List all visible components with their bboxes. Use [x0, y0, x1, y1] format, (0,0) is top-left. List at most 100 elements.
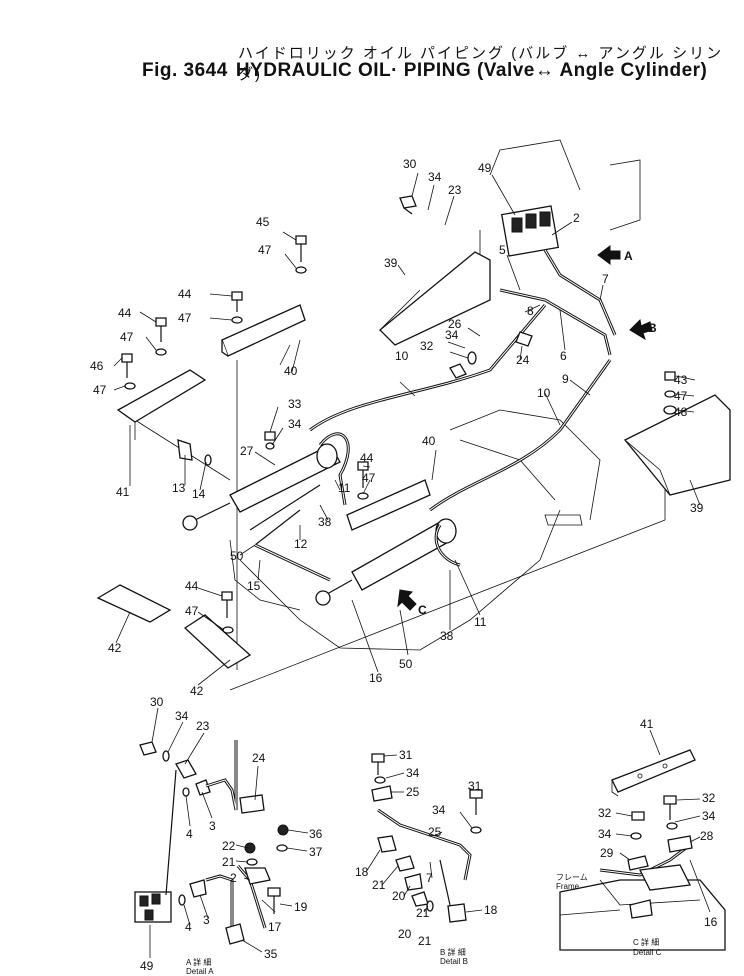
plate-40-upper [221, 304, 306, 357]
callout-47a: 47 [258, 243, 272, 257]
callout-3-da2: 3 [203, 913, 210, 927]
detail-a-drawing [134, 740, 289, 945]
callout-49: 49 [478, 161, 492, 175]
callout-33: 33 [288, 397, 302, 411]
callout-24: 24 [516, 353, 530, 367]
callout-5: 5 [499, 243, 506, 257]
detail-c-en: Detail C [633, 948, 662, 957]
callout-26: 26 [448, 317, 462, 331]
callout-46: 46 [90, 359, 104, 373]
arrow-b: B [629, 318, 657, 341]
callout-38b: 38 [440, 629, 454, 643]
callout-45: 45 [256, 215, 270, 229]
callout-27: 27 [240, 444, 254, 458]
detail-c-jp: C 詳 細 [633, 937, 659, 947]
callout-43: 43 [674, 373, 688, 387]
callout-47b: 47 [178, 311, 192, 325]
callout-19-da: 19 [294, 900, 308, 914]
callout-3-da1: 3 [209, 819, 216, 833]
bracket-42 [96, 584, 252, 669]
callout-8: 8 [527, 304, 534, 318]
angle-cylinder-upper [182, 443, 341, 531]
frame-label-en: Frame [556, 882, 580, 891]
callout-21-da: 21 [222, 855, 236, 869]
callout-34: 34 [428, 170, 442, 184]
detail-c-leaders [615, 729, 711, 913]
callout-34-dc2: 34 [598, 827, 612, 841]
callout-34-db2: 34 [432, 803, 446, 817]
callout-21-db2: 21 [416, 906, 430, 920]
arrow-a-label: A [624, 249, 633, 263]
callout-4-da1: 4 [186, 827, 193, 841]
callout-34c: 34 [288, 417, 302, 431]
callout-31-db1: 31 [399, 748, 413, 762]
callout-34-db1: 34 [406, 766, 420, 780]
callout-31-db2: 31 [468, 779, 482, 793]
callout-47f: 47 [362, 471, 376, 485]
callout-44a: 44 [178, 287, 192, 301]
callout-22-da: 22 [222, 839, 236, 853]
callout-2: 2 [573, 211, 580, 225]
callout-10a: 10 [395, 349, 409, 363]
figure-title: HYDRAULIC OIL· PIPING (Valve↔ Angle Cyli… [235, 60, 708, 81]
callout-34-dc1: 34 [702, 809, 716, 823]
callout-32: 32 [420, 339, 434, 353]
callout-42b: 42 [190, 684, 204, 698]
callout-4-da2: 4 [185, 920, 192, 934]
detail-a-leaders [149, 707, 309, 958]
detail-b-drawing [371, 753, 483, 923]
detail-a-jp: A 詳 細 [186, 957, 211, 967]
callout-9: 9 [562, 372, 569, 386]
callout-25-db2: 25 [428, 825, 442, 839]
callout-47g: 47 [185, 604, 199, 618]
callout-20-db2: 20 [398, 927, 412, 941]
callout-30-da: 30 [150, 695, 164, 709]
callout-12: 12 [294, 537, 308, 551]
callout-40a: 40 [284, 364, 298, 378]
cylinder-rods [249, 484, 321, 546]
callout-49-da: 49 [140, 959, 154, 973]
detail-c-drawing [559, 749, 726, 951]
callout-6: 6 [560, 349, 567, 363]
plate-40-lower [346, 479, 431, 531]
callout-10b: 10 [537, 386, 551, 400]
callout-47c: 47 [120, 330, 134, 344]
callout-39b: 39 [690, 501, 704, 515]
bracket-39-right [623, 394, 731, 496]
arrow-c-label: C [418, 603, 427, 617]
callout-20-db1: 20 [392, 889, 406, 903]
callout-23-da: 23 [196, 719, 210, 733]
callout-24-da: 24 [252, 751, 266, 765]
detail-b-en: Detail B [440, 957, 468, 966]
callout-labels: 30 34 23 49 2 5 7 8 6 9 10 39 45 47 44 4… [90, 157, 718, 976]
callout-34b: 34 [445, 328, 459, 342]
callout-44b: 44 [118, 306, 132, 320]
callout-18-db1: 18 [355, 865, 369, 879]
bracket-39-upper [379, 251, 491, 346]
callout-17-da: 17 [268, 920, 282, 934]
callout-30: 30 [403, 157, 417, 171]
detail-b-jp: B 詳 細 [440, 947, 466, 957]
valve-block [479, 139, 641, 290]
callout-16a: 16 [369, 671, 383, 685]
title-japanese: ハイドロリック オイル パイピング (バルブ ↔ アングル シリンダ) [238, 45, 724, 83]
callout-38a: 38 [318, 515, 332, 529]
callout-50a: 50 [230, 549, 244, 563]
callout-13: 13 [172, 481, 186, 495]
callout-29-dc: 29 [600, 846, 614, 860]
callout-48: 48 [674, 405, 688, 419]
callout-7-db: 7 [426, 871, 433, 885]
callout-40b: 40 [422, 434, 436, 448]
callout-47e: 47 [674, 389, 688, 403]
callout-39a: 39 [384, 256, 398, 270]
frame-label-jp: フレーム [556, 873, 588, 882]
angle-cylinder-lower [315, 518, 457, 606]
detail-b-leaders [365, 754, 483, 913]
callout-34-da: 34 [175, 709, 189, 723]
callout-41a: 41 [116, 485, 130, 499]
callout-44c: 44 [360, 451, 374, 465]
callout-50b: 50 [399, 657, 413, 671]
